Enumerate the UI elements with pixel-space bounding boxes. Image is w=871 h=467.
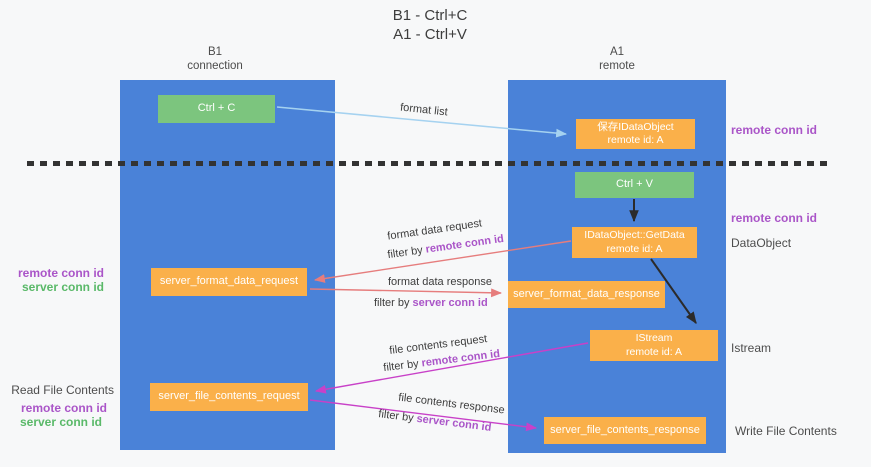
server-format-data-request-box: server_format_data_request <box>151 268 307 296</box>
ctrl-c-box: Ctrl + C <box>158 95 275 123</box>
istream-note: Istream <box>731 341 772 355</box>
filter-by-text: filter by <box>377 408 415 425</box>
istream-title: IStream <box>635 332 673 345</box>
server-conn-id-key: server conn id <box>412 297 488 309</box>
istream-remote-id: remote id: A <box>625 345 683 358</box>
remote-conn-id-key: remote conn id <box>424 232 505 256</box>
server-format-data-response-box: server_format_data_response <box>508 281 665 308</box>
read-file-contents-note: Read File Contents <box>11 383 114 397</box>
session-separator-line <box>27 161 833 166</box>
istream-box: IStream remote id: A <box>590 330 718 361</box>
server-file-contents-response-box: server_file_contents_response <box>544 417 706 444</box>
format-list-label: format list <box>399 101 449 119</box>
ctrl-v-label: Ctrl + V <box>616 178 653 191</box>
server-file-contents-request-label: server_file_contents_request <box>158 390 300 403</box>
lifeline-header-b1: B1 connection <box>150 45 280 73</box>
remote-conn-id-note-mid: remote conn id <box>731 211 818 225</box>
write-file-contents-note: Write File Contents <box>735 424 837 438</box>
save-dataobject-remote-id: remote id: A <box>607 134 664 146</box>
lifeline-header-a1: A1 remote <box>552 45 682 73</box>
server-format-data-response-label: server_format_data_response <box>513 287 660 300</box>
ctrl-c-label: Ctrl + C <box>197 102 236 115</box>
server-conn-id-key: server conn id <box>415 412 492 434</box>
server-format-data-request-label: server_format_data_request <box>159 275 299 288</box>
file-server-conn-id-note: server conn id <box>19 415 102 429</box>
title-line-2: A1 - Ctrl+V <box>393 26 467 43</box>
getdata-remote-id: remote id: A <box>606 242 663 255</box>
lifeline-a1-role: remote <box>599 60 635 72</box>
server-file-contents-request-box: server_file_contents_request <box>150 383 308 411</box>
title-line-1: B1 - Ctrl+C <box>392 7 468 24</box>
format-data-response-arrow <box>309 288 503 298</box>
filter-by-text: filter by <box>382 357 420 375</box>
format-server-conn-id-note: server conn id <box>21 280 104 294</box>
save-dataobject-box: 保存IDataObject remote id: A <box>576 119 695 149</box>
file-remote-conn-id-note: remote conn id <box>20 401 107 415</box>
format-data-response-label: format data response <box>388 276 492 288</box>
ctrl-v-box: Ctrl + V <box>575 172 694 198</box>
lifeline-b1-role: connection <box>187 60 243 72</box>
save-dataobject-title: 保存IDataObject <box>597 120 674 133</box>
lifeline-b1-name: B1 <box>207 46 223 58</box>
diagram-title: B1 - Ctrl+C A1 - Ctrl+V <box>330 6 530 44</box>
getdata-title: IDataObject::GetData <box>584 229 685 242</box>
filter-by-text: filter by <box>386 244 424 262</box>
server-file-contents-response-label: server_file_contents_response <box>550 423 700 436</box>
dataobject-note: DataObject <box>731 236 792 250</box>
remote-conn-id-note-top: remote conn id <box>731 123 818 137</box>
format-remote-conn-id-note: remote conn id <box>17 266 104 280</box>
lifeline-a1-name: A1 <box>609 46 625 58</box>
getdata-box: IDataObject::GetData remote id: A <box>572 227 697 258</box>
filter-by-text: filter by <box>374 297 410 309</box>
